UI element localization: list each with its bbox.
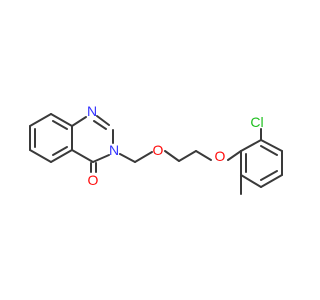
bond bbox=[29, 113, 52, 127]
chlorine-label: Cl bbox=[250, 114, 263, 130]
bond bbox=[240, 139, 262, 152]
bond bbox=[260, 145, 278, 156]
bond bbox=[240, 174, 262, 188]
carbonyl-oxygen-label: O bbox=[88, 172, 99, 188]
bond bbox=[227, 150, 242, 161]
bond bbox=[52, 120, 68, 130]
bond bbox=[260, 170, 278, 181]
bond bbox=[119, 153, 136, 163]
bond bbox=[164, 150, 180, 162]
bond bbox=[71, 116, 87, 127]
molecule-structure: N N O O O Cl bbox=[29, 103, 283, 195]
bond bbox=[52, 146, 68, 156]
bond bbox=[195, 150, 212, 161]
bond bbox=[93, 120, 107, 130]
bond bbox=[260, 139, 283, 152]
nitrogen-n1-label: N bbox=[87, 103, 97, 119]
bond bbox=[29, 149, 52, 163]
aryl-ether-oxygen-label: O bbox=[215, 148, 226, 164]
bond bbox=[92, 154, 110, 163]
nitrogen-n3-label: N bbox=[109, 142, 119, 158]
bond bbox=[178, 150, 197, 162]
bond bbox=[50, 113, 73, 127]
bond bbox=[96, 115, 110, 126]
bond bbox=[134, 151, 153, 163]
molecule-canvas: N N O O O Cl bbox=[29, 103, 283, 195]
bond bbox=[50, 149, 73, 163]
atom-label-layer: N N O O O Cl bbox=[87, 103, 264, 188]
bond bbox=[260, 174, 283, 188]
ether-oxygen-label: O bbox=[153, 142, 164, 158]
bond bbox=[71, 149, 94, 163]
bond-layer bbox=[29, 113, 283, 195]
